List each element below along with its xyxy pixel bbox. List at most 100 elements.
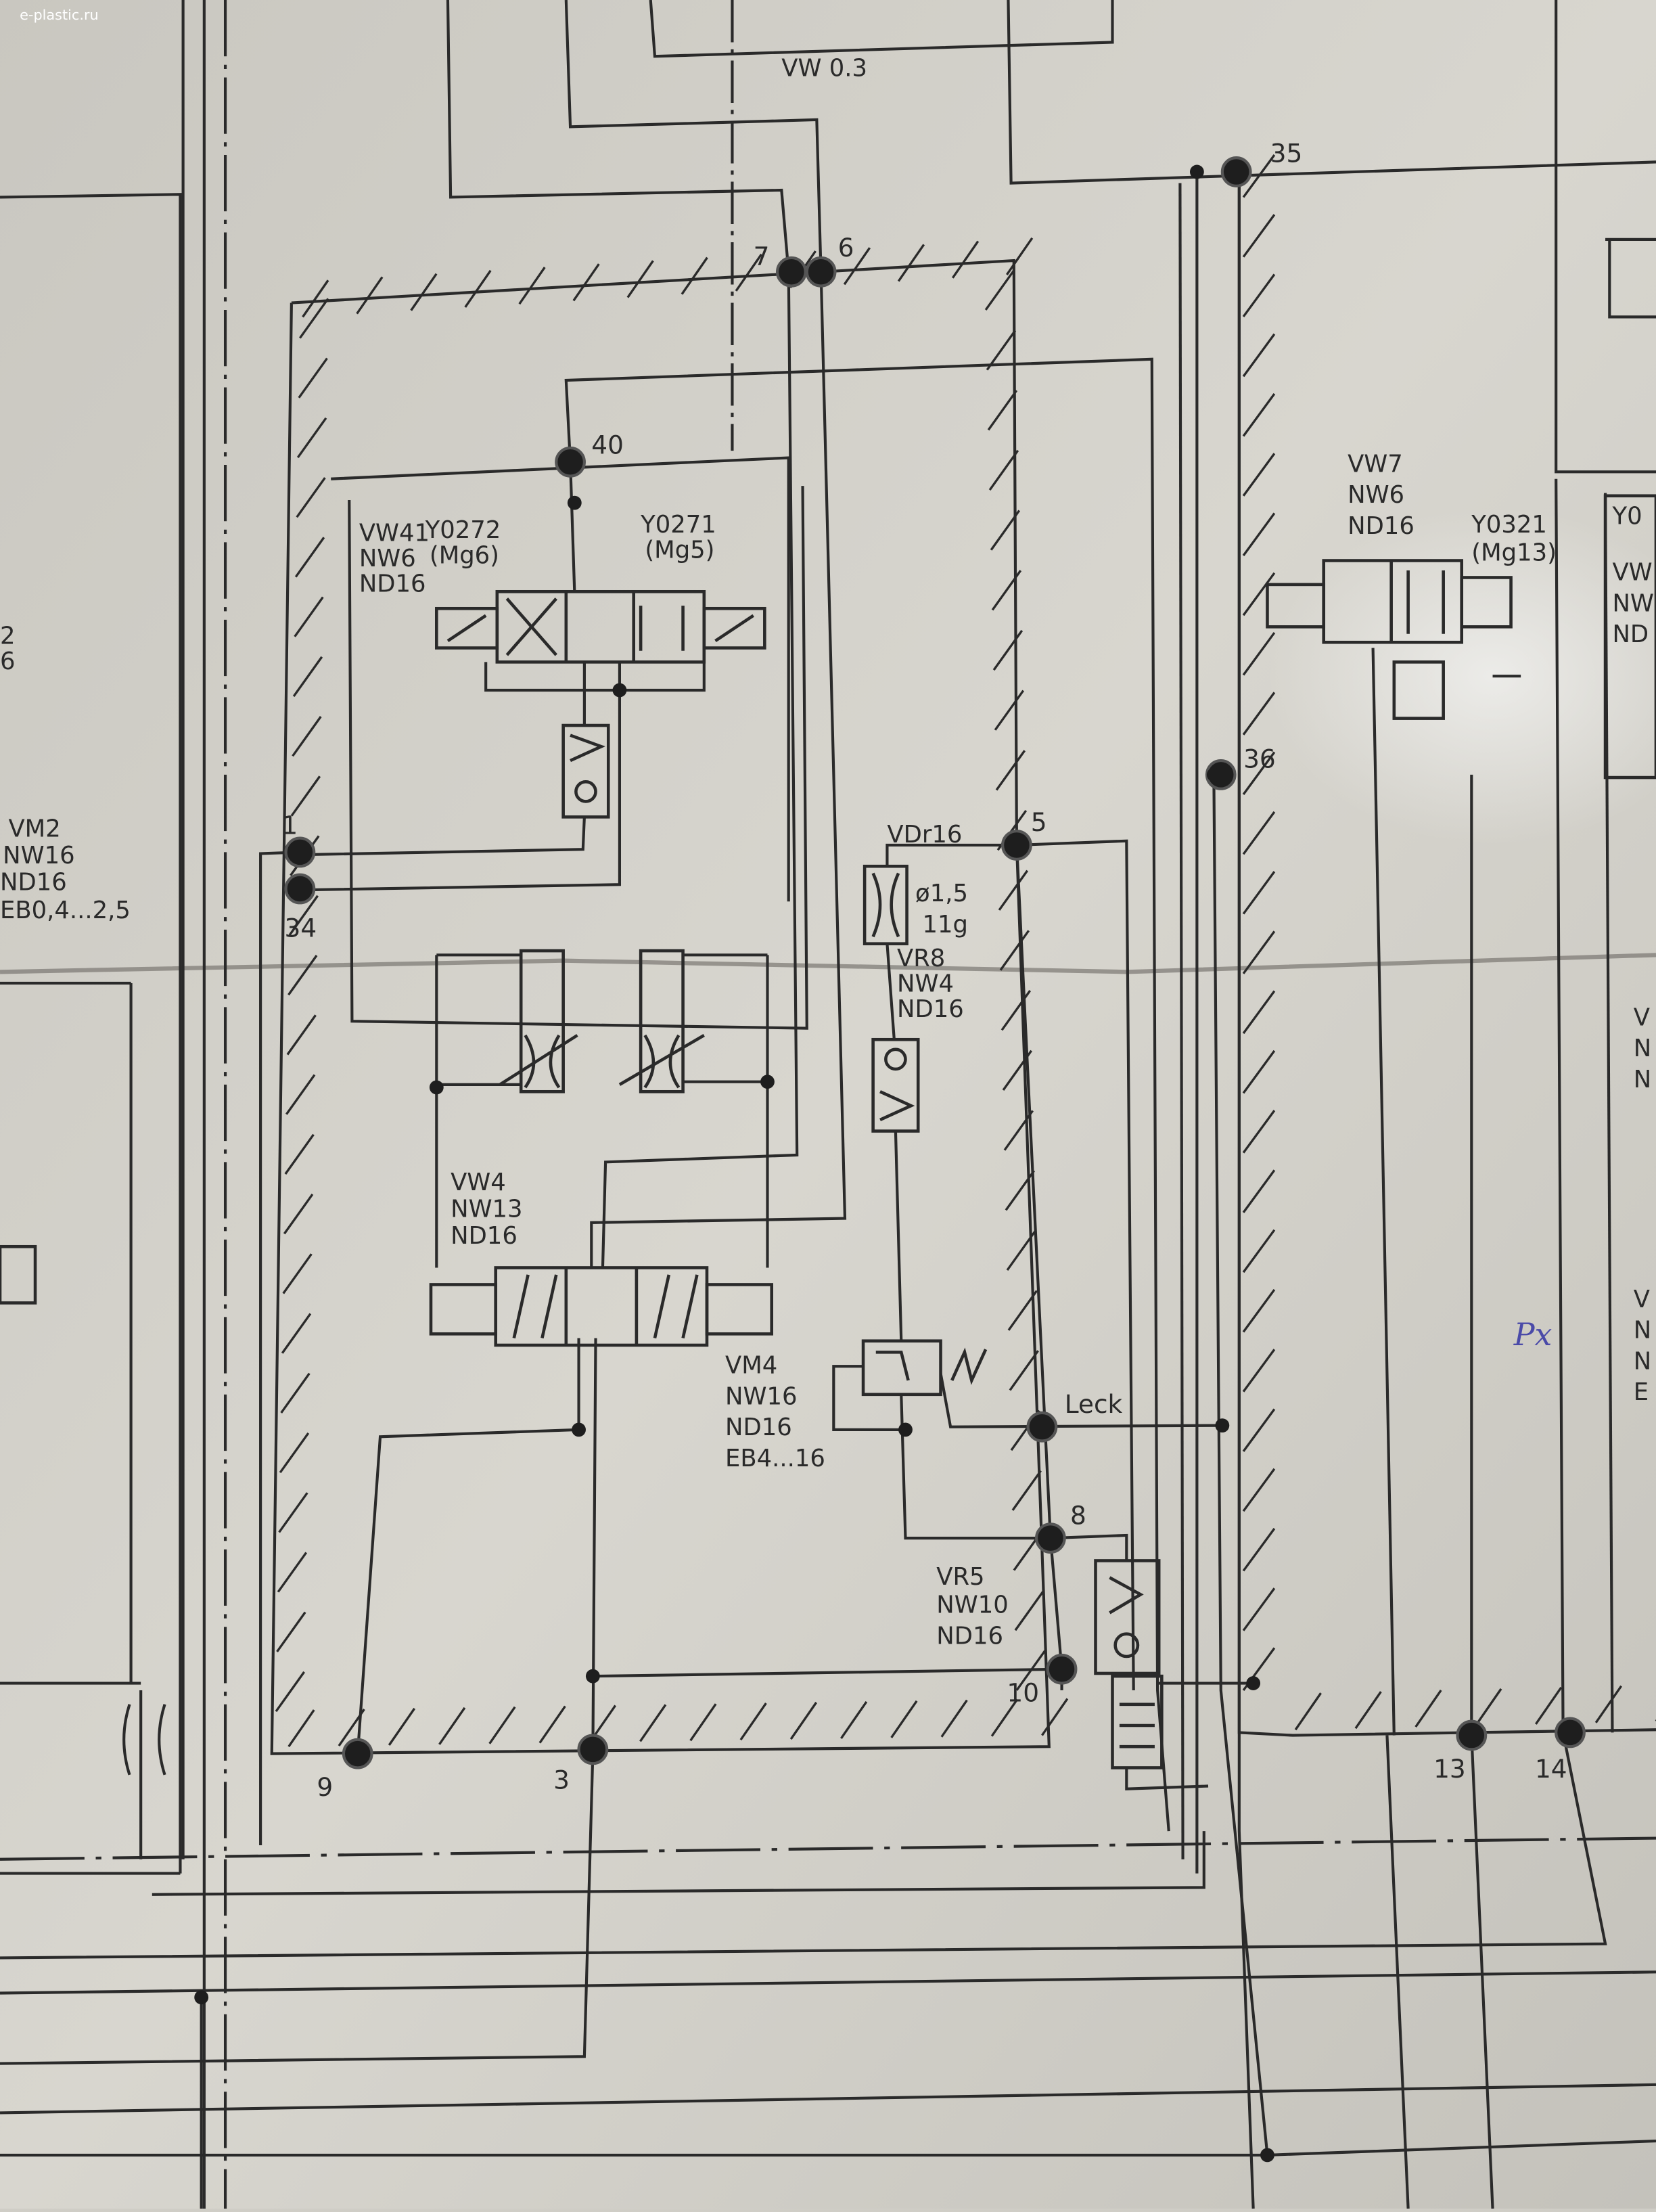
vm2-nd: ND16 (0, 869, 67, 897)
hatch-mark (1242, 632, 1276, 676)
port-node (1001, 830, 1032, 861)
left-partial-label-b: 6 (0, 648, 16, 675)
port-node (342, 1738, 373, 1769)
vr5-labels: VR5 NW10 ND16 (936, 1563, 1008, 1650)
hatch-mark (1242, 512, 1276, 556)
hatch-mark (1242, 1110, 1276, 1154)
hatch-mark (1041, 1698, 1069, 1736)
vw03-label: VW 0.3 (781, 54, 867, 82)
vm4-nw: NW16 (725, 1382, 797, 1410)
partial-nw-label: NW (1612, 589, 1653, 617)
hatch-mark (286, 1014, 317, 1056)
vdr16-labels: VDr16 ø1,5 11g (887, 821, 968, 939)
hatch-mark (999, 930, 1030, 971)
port-node (1046, 1653, 1078, 1685)
partial-v3-label: V (1634, 1286, 1650, 1313)
junction-dot (1260, 2148, 1274, 2163)
mg5-label: (Mg5) (645, 536, 714, 564)
hatch-mark (292, 656, 323, 698)
hatch-mark (1242, 154, 1276, 198)
vw41-nw: NW6 (359, 545, 416, 572)
left-partial-label-a: 2 (0, 622, 16, 650)
port-9-label: 9 (317, 1772, 333, 1802)
hatch-mark (1001, 990, 1032, 1031)
junction-dot (1189, 164, 1204, 179)
hatch-mark (1242, 1288, 1276, 1333)
hatch-mark (1242, 871, 1276, 915)
hatch-mark (388, 1707, 416, 1746)
hatch-mark (1242, 333, 1276, 378)
hatch-mark (338, 1709, 365, 1747)
hatch-mark (288, 895, 319, 936)
hatch-mark (281, 1313, 312, 1354)
hatch-mark (1242, 751, 1276, 796)
hatch-mark (739, 1702, 767, 1741)
hatch-mark (940, 1699, 968, 1738)
hatch-mark (538, 1705, 566, 1744)
hatch-mark (1007, 1290, 1038, 1331)
vm2-nw: NW16 (3, 842, 74, 870)
port-node (1456, 1719, 1488, 1751)
port-nodes (194, 156, 1586, 2163)
hatch-mark (897, 244, 925, 282)
vm2-eb: EB0,4...2,5 (0, 897, 131, 924)
hatch-mark (572, 263, 600, 302)
hatch-mark (1014, 1590, 1044, 1631)
vdr16-name: VDr16 (887, 821, 962, 849)
hatch-mark (951, 240, 980, 279)
vw41-labels: VW41 NW6 ND16 Y0272 (Mg6) Y0271 (Mg5) (359, 511, 716, 597)
vm4-name: VM4 (725, 1352, 777, 1380)
watermark: e-plastic.ru (20, 7, 99, 23)
hatch-mark (1242, 393, 1276, 437)
vw41-nd: ND16 (359, 570, 426, 597)
partial-n3-label: N (1634, 1066, 1651, 1093)
hatch-mark (639, 1704, 667, 1742)
leck-port-label: Leck (1065, 1389, 1123, 1419)
vw4-labels: VW4 NW13 ND16 (451, 1169, 522, 1250)
port-3-label: 3 (553, 1765, 570, 1795)
hatch-mark (1242, 811, 1276, 855)
hatch-mark (626, 260, 654, 298)
junction-dot (612, 683, 627, 698)
port-node (805, 256, 837, 288)
hatch-mark (1002, 1049, 1033, 1091)
hatch-mark (294, 596, 324, 637)
check-valve (561, 723, 610, 819)
vm2-name: VM2 (8, 815, 60, 842)
hatch-mark (296, 417, 327, 459)
hatch-mark (275, 1671, 305, 1713)
vr8-labels: VR8 NW4 ND16 (897, 945, 964, 1023)
port-40-label: 40 (591, 430, 624, 459)
junction-dot (572, 1422, 586, 1437)
hatch-mark (298, 357, 328, 399)
vdr16-diameter: ø1,5 (915, 880, 968, 907)
vr5-check-valve (1094, 1559, 1161, 1675)
hatch-mark (1011, 1470, 1042, 1511)
hatch-mark (789, 1702, 818, 1740)
junction-dot (194, 1990, 209, 2005)
hatch-mark (1242, 273, 1276, 317)
hatch-mark (986, 330, 1017, 371)
hatch-mark (998, 870, 1029, 911)
hatch-mark (990, 510, 1021, 551)
port-node (1555, 1717, 1586, 1748)
hatch-mark (1006, 1229, 1036, 1271)
junction-dot (429, 1080, 444, 1095)
vw7-labels: VW7 NW6 ND16 Y0321 (Mg13) (1348, 450, 1557, 566)
vr8-nd: ND16 (897, 995, 964, 1023)
vw41-name: VW41 (359, 519, 430, 547)
hatch-mark (988, 449, 1019, 491)
hatch-mark (689, 1703, 717, 1742)
port-10-label: 10 (1007, 1678, 1039, 1708)
right-partial-box (1603, 494, 1656, 780)
hatch-mark (1294, 1692, 1322, 1731)
hatch-mark (1242, 1049, 1276, 1094)
vr8-nw: NW4 (897, 970, 954, 997)
right-partial-labels: Y0 VW NW ND V N N V N N E (1611, 502, 1653, 1406)
port-node (775, 256, 807, 288)
left-partial-block (0, 1244, 37, 1305)
port-7-label: 7 (754, 241, 770, 271)
throttle-check-valve-right (618, 949, 705, 1093)
junction-dot (898, 1422, 913, 1437)
